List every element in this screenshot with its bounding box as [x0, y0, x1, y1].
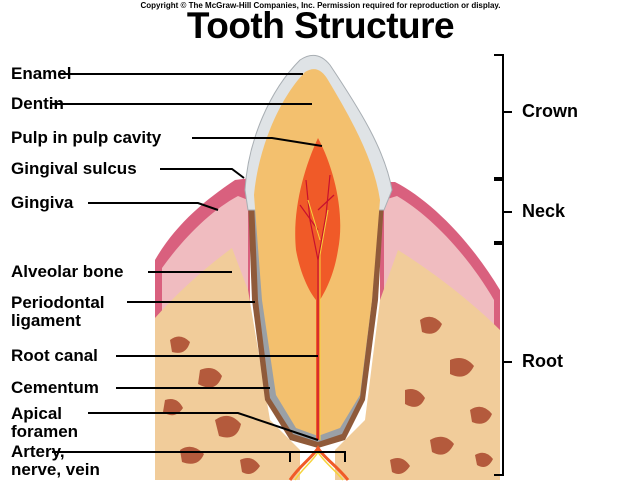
leader-lines	[50, 73, 346, 462]
bone-marrow-spots	[163, 316, 493, 474]
label-enamel: Enamel	[11, 64, 72, 83]
alveolar-bone-right	[335, 250, 500, 480]
label-artery-line2: nerve, vein	[11, 460, 100, 479]
label-alveolar-bone: Alveolar bone	[11, 262, 124, 281]
page-title: Tooth Structure	[186, 5, 455, 46]
label-pulp: Pulp in pulp cavity	[11, 128, 162, 147]
label-gingival-sulcus: Gingival sulcus	[11, 159, 137, 178]
artery-nerve-vein	[288, 445, 350, 481]
label-dentin: Dentin	[11, 94, 64, 113]
label-apical-line1: Apical	[11, 404, 63, 423]
region-brackets	[494, 54, 512, 476]
label-artery-line1: Artery,	[11, 442, 65, 461]
label-periodontal-line2: ligament	[11, 311, 81, 330]
apical-foramen-leader	[88, 412, 319, 441]
crown-bracket	[494, 54, 504, 179]
label-root-canal: Root canal	[11, 346, 98, 365]
label-apical-line2: foramen	[11, 422, 79, 441]
label-periodontal-line1: Periodontal	[11, 293, 105, 312]
artery-leader	[52, 451, 346, 462]
region-neck: Neck	[522, 201, 566, 221]
copyright-notice: Copyright © The McGraw-Hill Companies, I…	[140, 1, 501, 10]
label-gingiva: Gingiva	[11, 193, 74, 212]
root-bracket	[494, 243, 504, 476]
gingiva-leader	[88, 202, 219, 211]
pulp-leader	[192, 137, 323, 147]
label-cementum: Cementum	[11, 378, 99, 397]
gingival-sulcus-leader	[160, 168, 245, 179]
region-crown: Crown	[522, 101, 578, 121]
neck-bracket	[494, 179, 504, 243]
region-root: Root	[522, 351, 563, 371]
